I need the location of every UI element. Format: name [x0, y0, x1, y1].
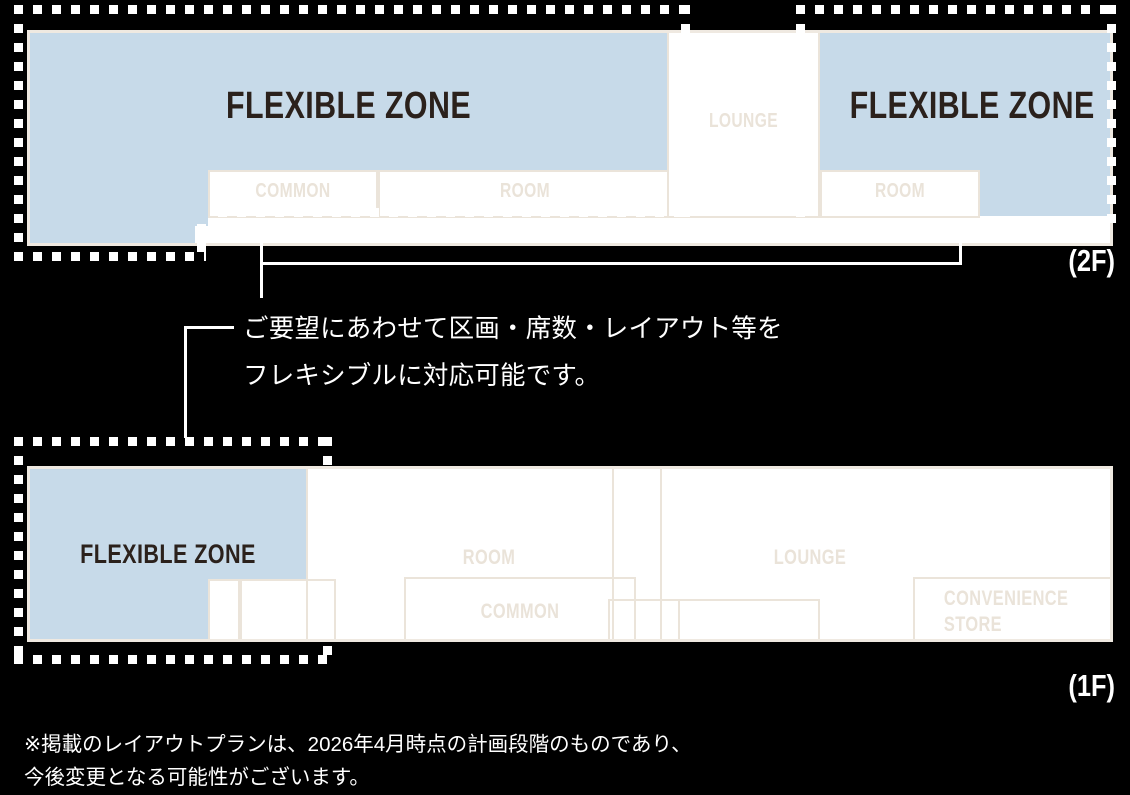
highlight-2f-left-side: [14, 5, 23, 261]
connector-bracket-h: [260, 262, 962, 265]
room-1f-lounge-notch: [660, 599, 820, 639]
room-1f-common-notch: [608, 599, 680, 639]
highlight-2f-right-bottom: [796, 220, 1116, 229]
floor-tag-1f: (1F): [1068, 668, 1115, 703]
flexible-zone-2f-left-label: FLEXIBLE ZONE: [225, 85, 472, 127]
callout-line-1: ご要望にあわせて区画・席数・レイアウト等を: [243, 315, 783, 343]
highlight-2f-left-inner-h: [218, 208, 690, 217]
room-2f-room-right: [820, 170, 980, 218]
flexible-zone-2f-right-label: FLEXIBLE ZONE: [849, 85, 1095, 127]
connector-riser-right-2f: [959, 230, 962, 264]
highlight-2f-right-top: [796, 5, 1116, 14]
room-2f-room-right-label: ROOM: [874, 180, 926, 202]
flexible-zone-2f-left: [30, 33, 667, 179]
highlight-2f-lounge-right-v: [796, 5, 805, 217]
callout-leader-v: [184, 326, 187, 438]
highlight-1f-bottom: [14, 655, 332, 664]
room-1f-partition-small: [208, 579, 240, 639]
highlight-2f-left-step-h: [197, 224, 227, 233]
floor-plan-1f: FLEXIBLE ZONE ROOM COMMON LOUNGE CONVENI…: [27, 466, 1113, 642]
highlight-2f-left-inner-v: [218, 208, 227, 233]
highlight-1f-left: [14, 437, 23, 664]
callout-leader-h: [184, 326, 234, 329]
room-1f-room-label: ROOM: [462, 546, 516, 569]
connector-stem-down: [260, 262, 263, 298]
room-1f-lounge: [660, 469, 1110, 639]
highlight-2f-left-step-v: [197, 224, 206, 261]
room-2f-lounge: [667, 33, 820, 218]
highlight-2f-right-side: [1107, 5, 1116, 229]
flexible-zone-1f-lower: [30, 579, 208, 639]
footnote-line-1: ※掲載のレイアウトプランは、2026年4月時点の計画段階のものであり、: [24, 733, 692, 756]
room-1f-lounge-label: LOUNGE: [773, 546, 847, 569]
floor-plan-2f: FLEXIBLE ZONE FLEXIBLE ZONE COMMON ROOM …: [27, 30, 1113, 246]
highlight-2f-lounge-left-v: [681, 5, 690, 217]
room-2f-room-left-label: ROOM: [499, 180, 551, 202]
footnote-line-2: 今後変更となる可能性がございます。: [24, 766, 370, 789]
room-1f-convenience-store: [913, 577, 1110, 639]
highlight-1f-top: [14, 437, 332, 446]
floor-tag-2f: (2F): [1068, 243, 1115, 278]
flexible-zone-1f-label: FLEXIBLE ZONE: [80, 539, 256, 569]
room-1f-room: [306, 469, 614, 639]
highlight-2f-left-bottom: [14, 252, 206, 261]
highlight-2f-left-top: [14, 5, 690, 14]
room-1f-common-label: COMMON: [480, 600, 560, 623]
room-2f-common-label: COMMON: [255, 180, 331, 202]
room-1f-convenience-store-label: CONVENIENCE STORE: [943, 587, 1069, 636]
flexible-zone-1f: [30, 469, 306, 579]
connector-riser-left-2f: [260, 236, 263, 264]
room-1f-partition-mid: [240, 579, 336, 639]
callout-line-2: フレキシブルに対応可能です。: [243, 362, 601, 390]
highlight-1f-right: [323, 437, 332, 664]
room-1f-common: [404, 577, 636, 639]
flexible-zone-2f-left-step: [30, 179, 208, 226]
room-2f-lounge-label: LOUNGE: [708, 110, 779, 132]
